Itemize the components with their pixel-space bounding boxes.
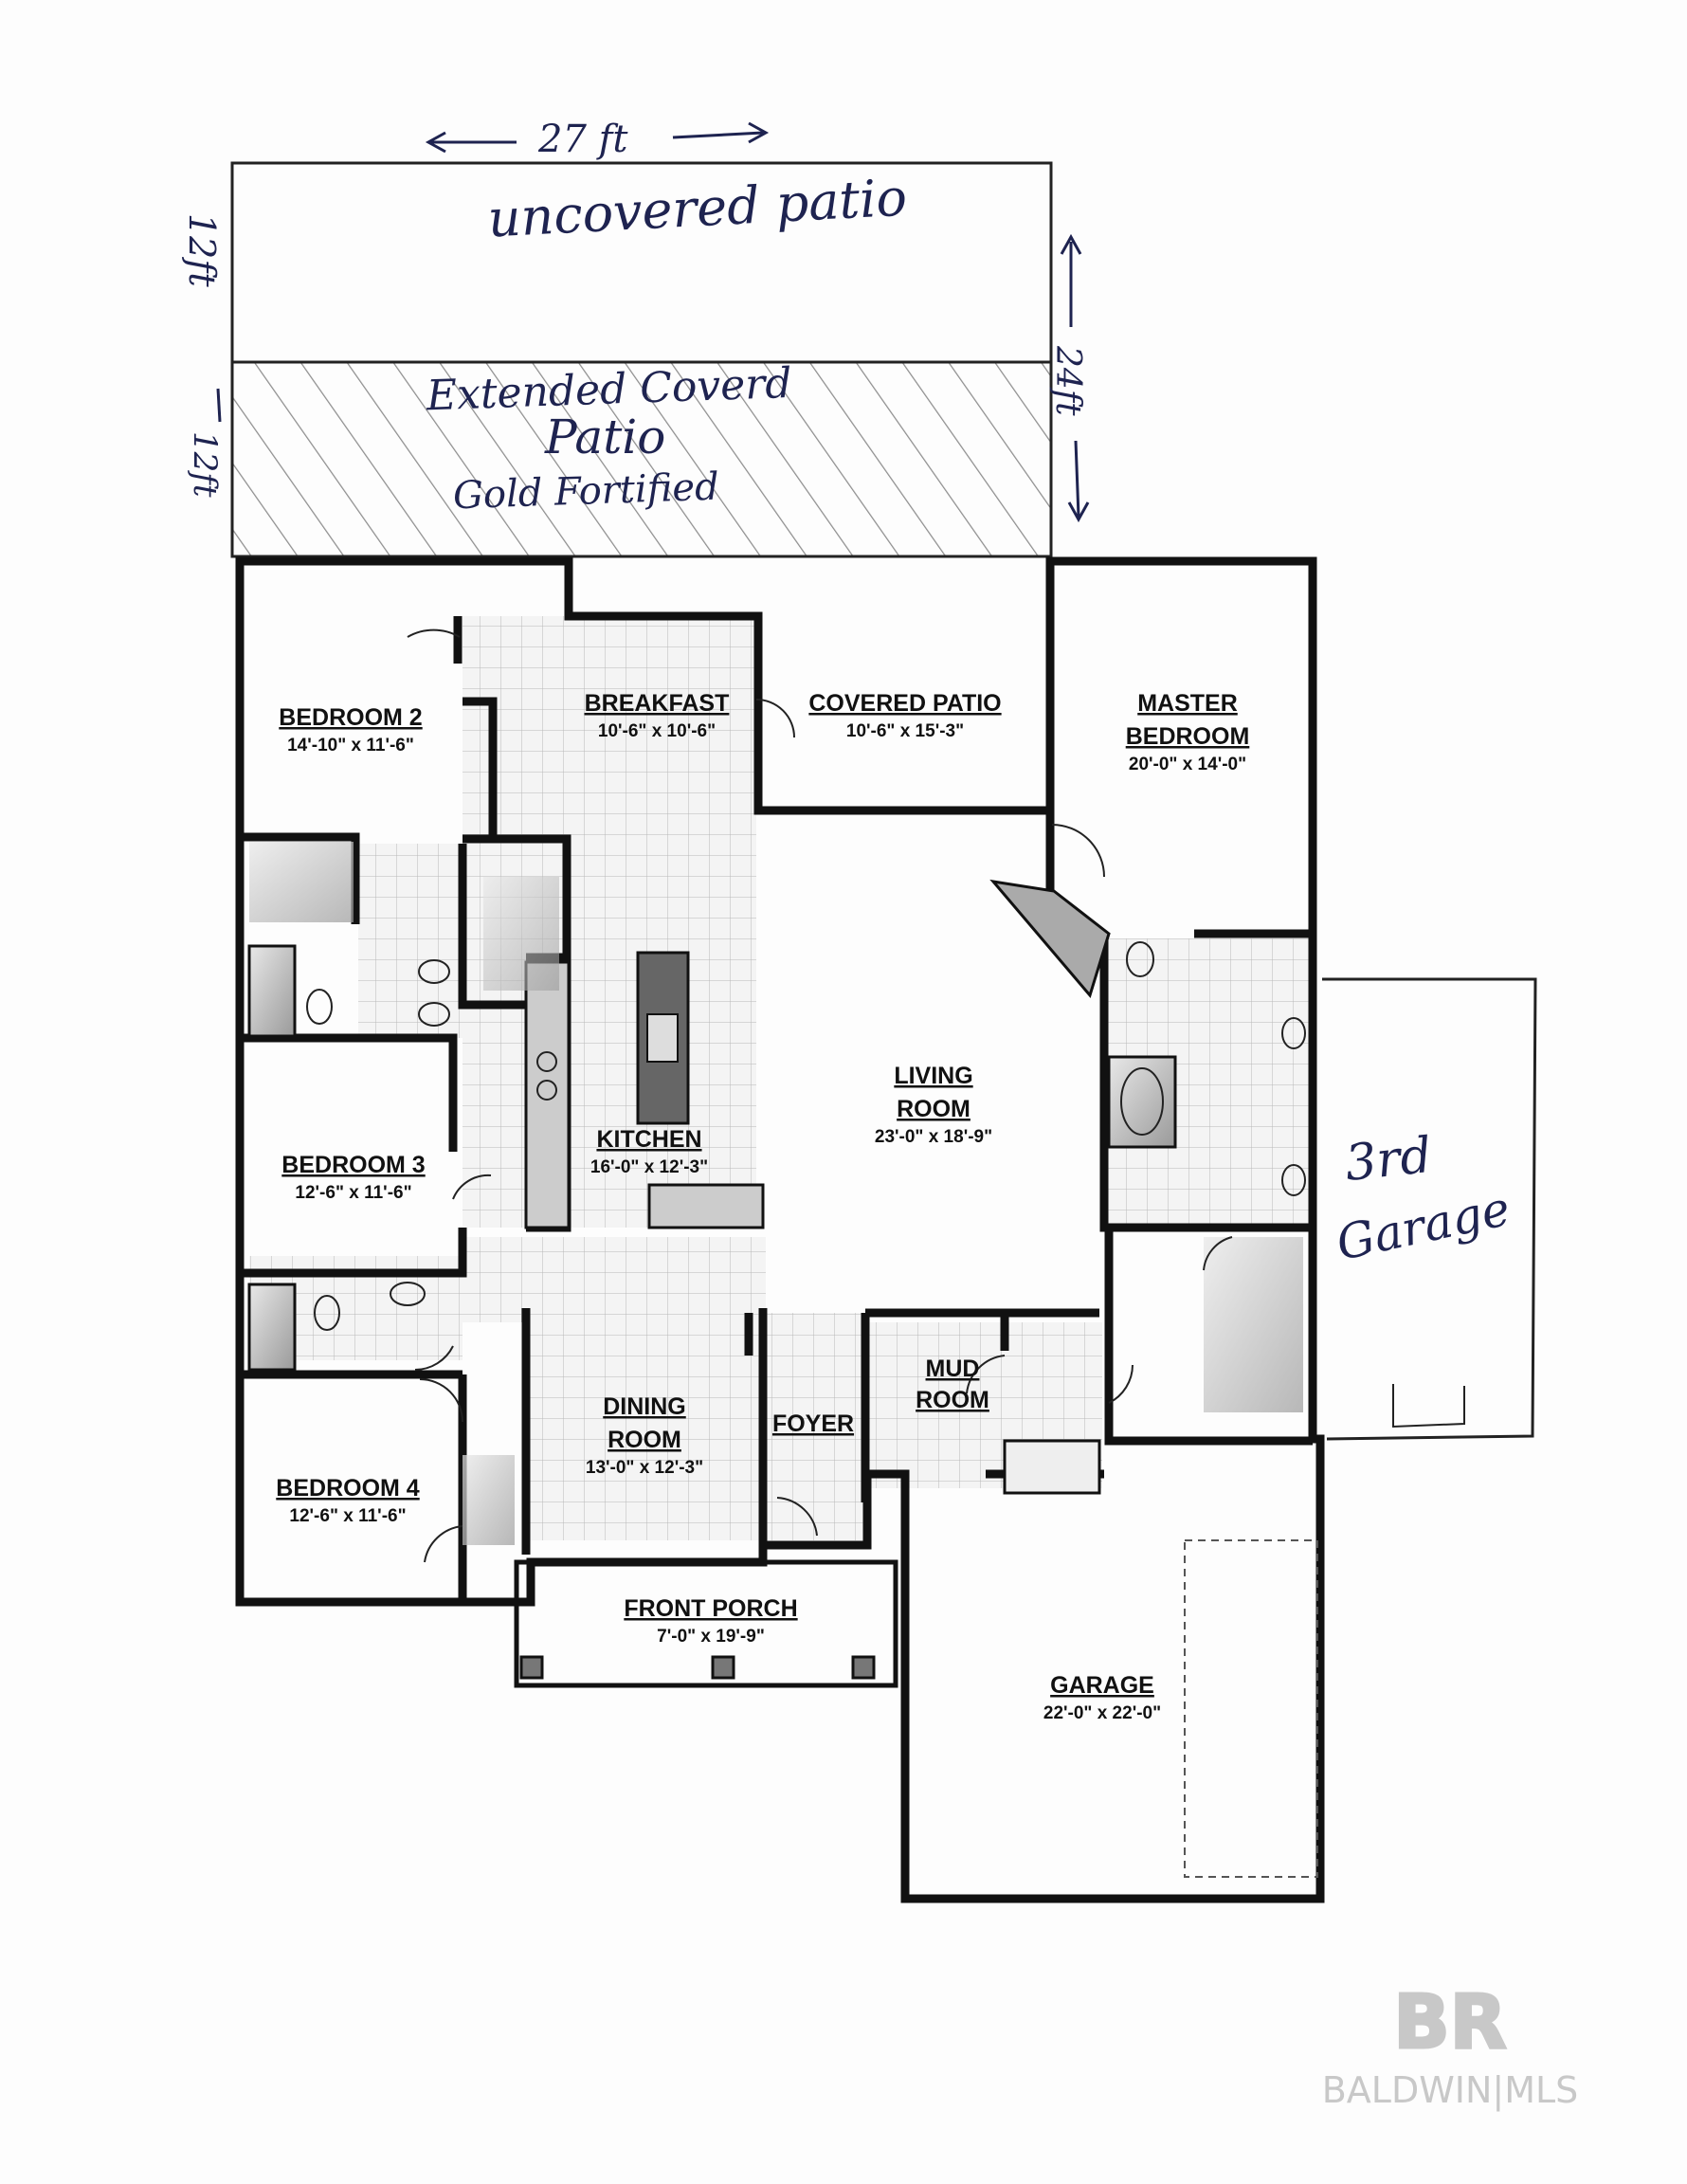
watermark-logo: BR <box>1393 1980 1507 2066</box>
uncovered-depth-label: 12ft <box>181 213 223 287</box>
extended-covered-patio-area <box>230 360 1053 558</box>
master-bedroom-dims: 20'-0" x 14'-0" <box>1129 755 1246 774</box>
uncovered-patio-label: uncovered patio <box>486 168 908 249</box>
garage-dims: 22'-0" x 22'-0" <box>1043 1703 1161 1723</box>
bedroom3-name: BEDROOM 3 <box>281 1152 425 1178</box>
kitchen-island <box>636 951 690 1125</box>
living-room-dims: 23'-0" x 18'-9" <box>875 1127 992 1147</box>
dining-room-line2: ROOM <box>608 1427 681 1453</box>
bedroom4-name: BEDROOM 4 <box>276 1475 420 1502</box>
dining-room-dims: 13'-0" x 12'-3" <box>586 1458 703 1478</box>
covered-patio-name: COVERED PATIO <box>808 690 1001 717</box>
living-room-line1: LIVING <box>894 1063 972 1089</box>
front-porch-dims: 7'-0" x 19'-9" <box>657 1627 765 1647</box>
bath-fixtures <box>247 941 1306 1495</box>
foyer-name: FOYER <box>772 1410 854 1437</box>
total-depth-label: 24ft <box>1048 345 1087 416</box>
master-bedroom-line1: MASTER <box>1137 690 1238 717</box>
covered-patio-line2: Patio <box>544 410 665 464</box>
patio-width-label: 27 ft <box>537 118 628 161</box>
master-bedroom-line2: BEDROOM <box>1126 723 1250 750</box>
front-porch <box>514 1559 898 1688</box>
covered-depth-label: 12ft <box>186 431 224 498</box>
living-room-line2: ROOM <box>897 1096 970 1122</box>
garage-area <box>1184 1539 1318 1878</box>
kitchen-counter <box>524 960 765 1229</box>
width-dimension-arrow <box>425 121 770 154</box>
bedroom4-dims: 12'-6" x 11'-6" <box>289 1506 406 1526</box>
breakfast-dims: 10'-6" x 10'-6" <box>598 721 716 741</box>
third-garage-line2: Garage <box>1332 1181 1515 1271</box>
dining-room-line1: DINING <box>603 1393 686 1420</box>
kitchen-name: KITCHEN <box>596 1126 701 1153</box>
fireplace <box>989 879 1111 999</box>
doors <box>407 628 1233 1563</box>
garage-name: GARAGE <box>1050 1672 1154 1699</box>
closet-shading <box>249 842 1303 1545</box>
third-garage-sketch <box>1322 977 1537 1441</box>
total-depth-arrow <box>1060 233 1090 523</box>
covered-patio-dims: 10'-6" x 15'-3" <box>846 721 964 741</box>
kitchen-dims: 16'-0" x 12'-3" <box>590 1157 708 1177</box>
bedroom3-dims: 12'-6" x 11'-6" <box>295 1183 411 1203</box>
third-garage-line1: 3rd <box>1342 1127 1434 1192</box>
bedroom2-name: BEDROOM 2 <box>279 704 422 731</box>
front-porch-name: FRONT PORCH <box>624 1595 797 1622</box>
breakfast-name: BREAKFAST <box>585 690 730 717</box>
mud-room-line2: ROOM <box>916 1387 989 1413</box>
covered-patio-line3: Gold Fortified <box>452 465 719 519</box>
bedroom2-dims: 14'-10" x 11'-6" <box>287 736 414 755</box>
watermark-text: BALDWIN|MLS <box>1322 2069 1579 2112</box>
mud-room-line1: MUD <box>926 1356 980 1382</box>
